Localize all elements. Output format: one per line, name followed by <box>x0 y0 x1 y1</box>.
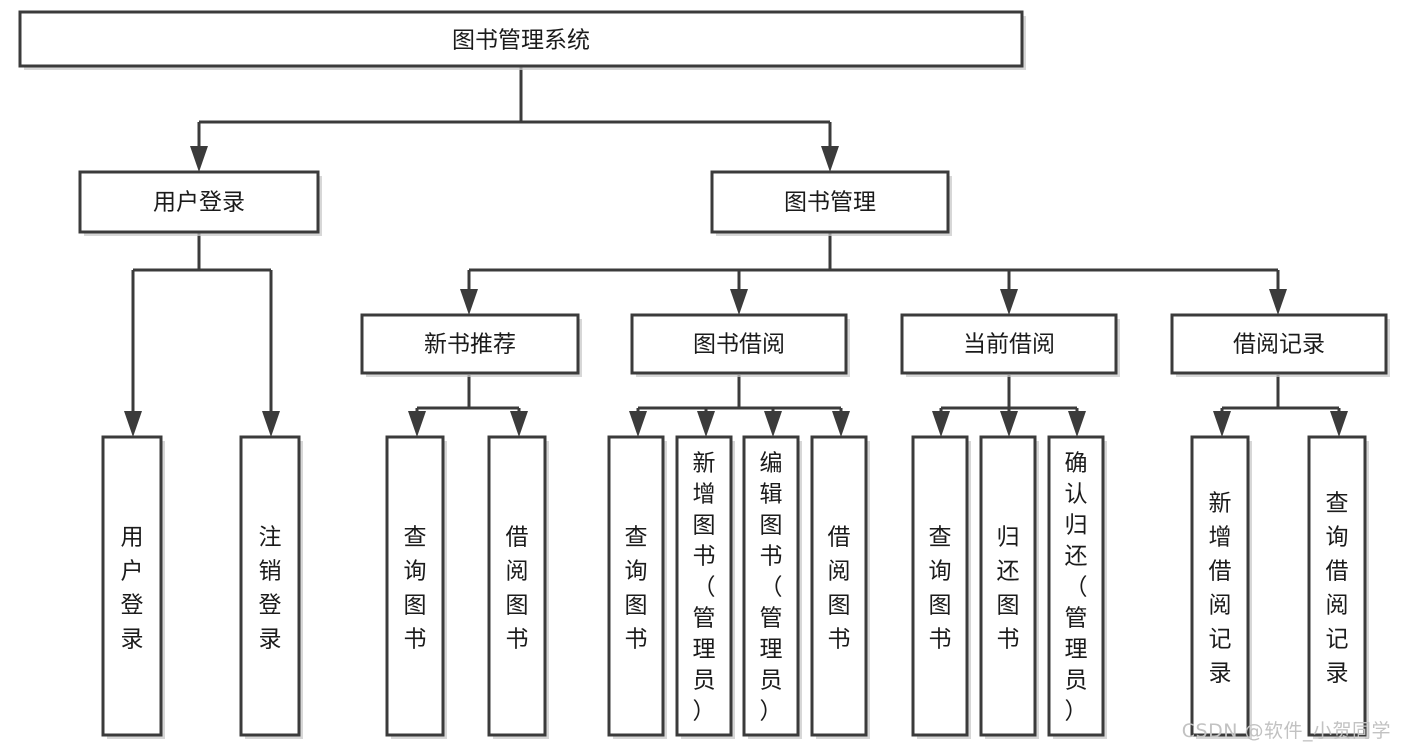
node-leaf-add-book-label: 新增图书（管理员） <box>693 451 716 725</box>
node-leaf-borrow-book-1[interactable]: 借阅图书 <box>487 435 549 739</box>
node-user-login[interactable]: 用户登录 <box>78 170 322 236</box>
node-leaf-user-login[interactable]: 用户登录 <box>101 435 165 739</box>
node-leaf-query-book-1-label: 查询图书 <box>404 525 427 653</box>
node-leaf-query-book-3-box[interactable] <box>911 435 969 737</box>
arrow-head-leaf-add-record <box>1213 411 1231 437</box>
node-leaf-edit-book-label: 编辑图书（管理员） <box>760 451 783 725</box>
node-leaf-return-book-box[interactable] <box>979 435 1037 737</box>
node-root[interactable]: 图书管理系统 <box>18 10 1026 70</box>
node-leaf-borrow-book-2-box[interactable] <box>810 435 868 737</box>
arrow-head-leaf-logout-login <box>262 411 280 437</box>
node-leaf-logout-login-label: 注销登录 <box>259 525 282 653</box>
node-leaf-add-book[interactable]: 新增图书（管理员） <box>675 435 735 739</box>
arrow-head-borrow-record <box>1269 289 1287 315</box>
node-user-login-label: 用户登录 <box>153 190 245 216</box>
node-book-borrow-label: 图书借阅 <box>693 332 785 358</box>
node-leaf-logout-login[interactable]: 注销登录 <box>239 435 303 739</box>
node-leaf-edit-book[interactable]: 编辑图书（管理员） <box>742 435 802 739</box>
node-current-borrow-label: 当前借阅 <box>963 332 1055 358</box>
node-book-management-box[interactable] <box>710 170 950 234</box>
node-leaf-query-book-2-box[interactable] <box>607 435 665 737</box>
arrow-head-new-book-recommend <box>460 289 478 315</box>
arrow-head-book-borrow <box>730 289 748 315</box>
node-leaf-user-login-label: 用户登录 <box>121 525 144 653</box>
node-leaf-query-book-2-label: 查询图书 <box>625 525 648 653</box>
arrow-head-leaf-confirm-return <box>1068 411 1086 437</box>
arrow-head-leaf-borrow-book-1 <box>510 411 528 437</box>
node-leaf-logout-login-box[interactable] <box>239 435 301 737</box>
node-root-box[interactable] <box>18 10 1024 68</box>
arrow-head-current-borrow <box>1000 289 1018 315</box>
node-leaf-query-record-label: 查询借阅记录 <box>1326 491 1349 687</box>
node-leaf-return-book-label: 归还图书 <box>997 525 1020 653</box>
arrow-head-user-login <box>190 146 208 172</box>
node-leaf-user-login-box[interactable] <box>101 435 163 737</box>
arrow-head-leaf-add-book <box>697 411 715 437</box>
node-leaf-query-book-3[interactable]: 查询图书 <box>911 435 971 739</box>
arrow-head-leaf-query-book-1 <box>408 411 426 437</box>
node-leaf-borrow-book-1-label: 借阅图书 <box>506 525 529 653</box>
node-leaf-confirm-return[interactable]: 确认归还（管理员） <box>1047 435 1107 739</box>
node-current-borrow-box[interactable] <box>900 313 1118 375</box>
node-leaf-query-book-1[interactable]: 查询图书 <box>385 435 447 739</box>
node-new-book-recommend-label: 新书推荐 <box>424 332 516 358</box>
node-leaf-borrow-book-2-label: 借阅图书 <box>828 525 851 653</box>
node-root-label: 图书管理系统 <box>452 28 590 54</box>
node-leaf-add-book-box[interactable] <box>675 435 733 737</box>
node-book-management[interactable]: 图书管理 <box>710 170 952 236</box>
node-leaf-query-record[interactable]: 查询借阅记录 <box>1307 435 1369 739</box>
csdn-watermark: CSDN @软件_小贺同学 <box>1181 720 1391 742</box>
arrow-head-leaf-query-book-2 <box>629 411 647 437</box>
node-borrow-record-label: 借阅记录 <box>1233 332 1325 358</box>
node-leaf-query-book-2[interactable]: 查询图书 <box>607 435 667 739</box>
node-leaf-confirm-return-box[interactable] <box>1047 435 1105 737</box>
node-leaf-return-book[interactable]: 归还图书 <box>979 435 1039 739</box>
arrow-head-leaf-query-record <box>1330 411 1348 437</box>
node-leaf-confirm-return-label: 确认归还（管理员） <box>1065 451 1088 725</box>
arrow-head-leaf-user-login <box>124 411 142 437</box>
node-current-borrow[interactable]: 当前借阅 <box>900 313 1120 377</box>
node-new-book-recommend[interactable]: 新书推荐 <box>360 313 582 377</box>
node-leaf-borrow-book-2[interactable]: 借阅图书 <box>810 435 870 739</box>
connector-layer <box>124 66 1348 437</box>
node-leaf-query-book-1-box[interactable] <box>385 435 445 737</box>
node-user-login-box[interactable] <box>78 170 320 234</box>
node-leaf-add-record[interactable]: 新增借阅记录 <box>1190 435 1252 739</box>
node-leaf-query-book-3-label: 查询图书 <box>929 525 952 653</box>
node-new-book-recommend-box[interactable] <box>360 313 580 375</box>
node-book-borrow[interactable]: 图书借阅 <box>630 313 850 377</box>
node-borrow-record-box[interactable] <box>1170 313 1388 375</box>
arrow-head-leaf-return-book <box>1000 411 1018 437</box>
node-book-management-label: 图书管理 <box>784 190 876 216</box>
node-leaf-add-record-label: 新增借阅记录 <box>1209 491 1232 687</box>
node-leaf-add-record-box[interactable] <box>1190 435 1250 737</box>
node-leaf-borrow-book-1-box[interactable] <box>487 435 547 737</box>
arrow-head-leaf-query-book-3 <box>932 411 950 437</box>
arrow-head-book-management <box>821 146 839 172</box>
node-borrow-record[interactable]: 借阅记录 <box>1170 313 1390 377</box>
node-leaf-edit-book-box[interactable] <box>742 435 800 737</box>
arrow-head-leaf-borrow-book-2 <box>832 411 850 437</box>
node-leaf-query-record-box[interactable] <box>1307 435 1367 737</box>
node-book-borrow-box[interactable] <box>630 313 848 375</box>
arrow-head-leaf-edit-book <box>764 411 782 437</box>
